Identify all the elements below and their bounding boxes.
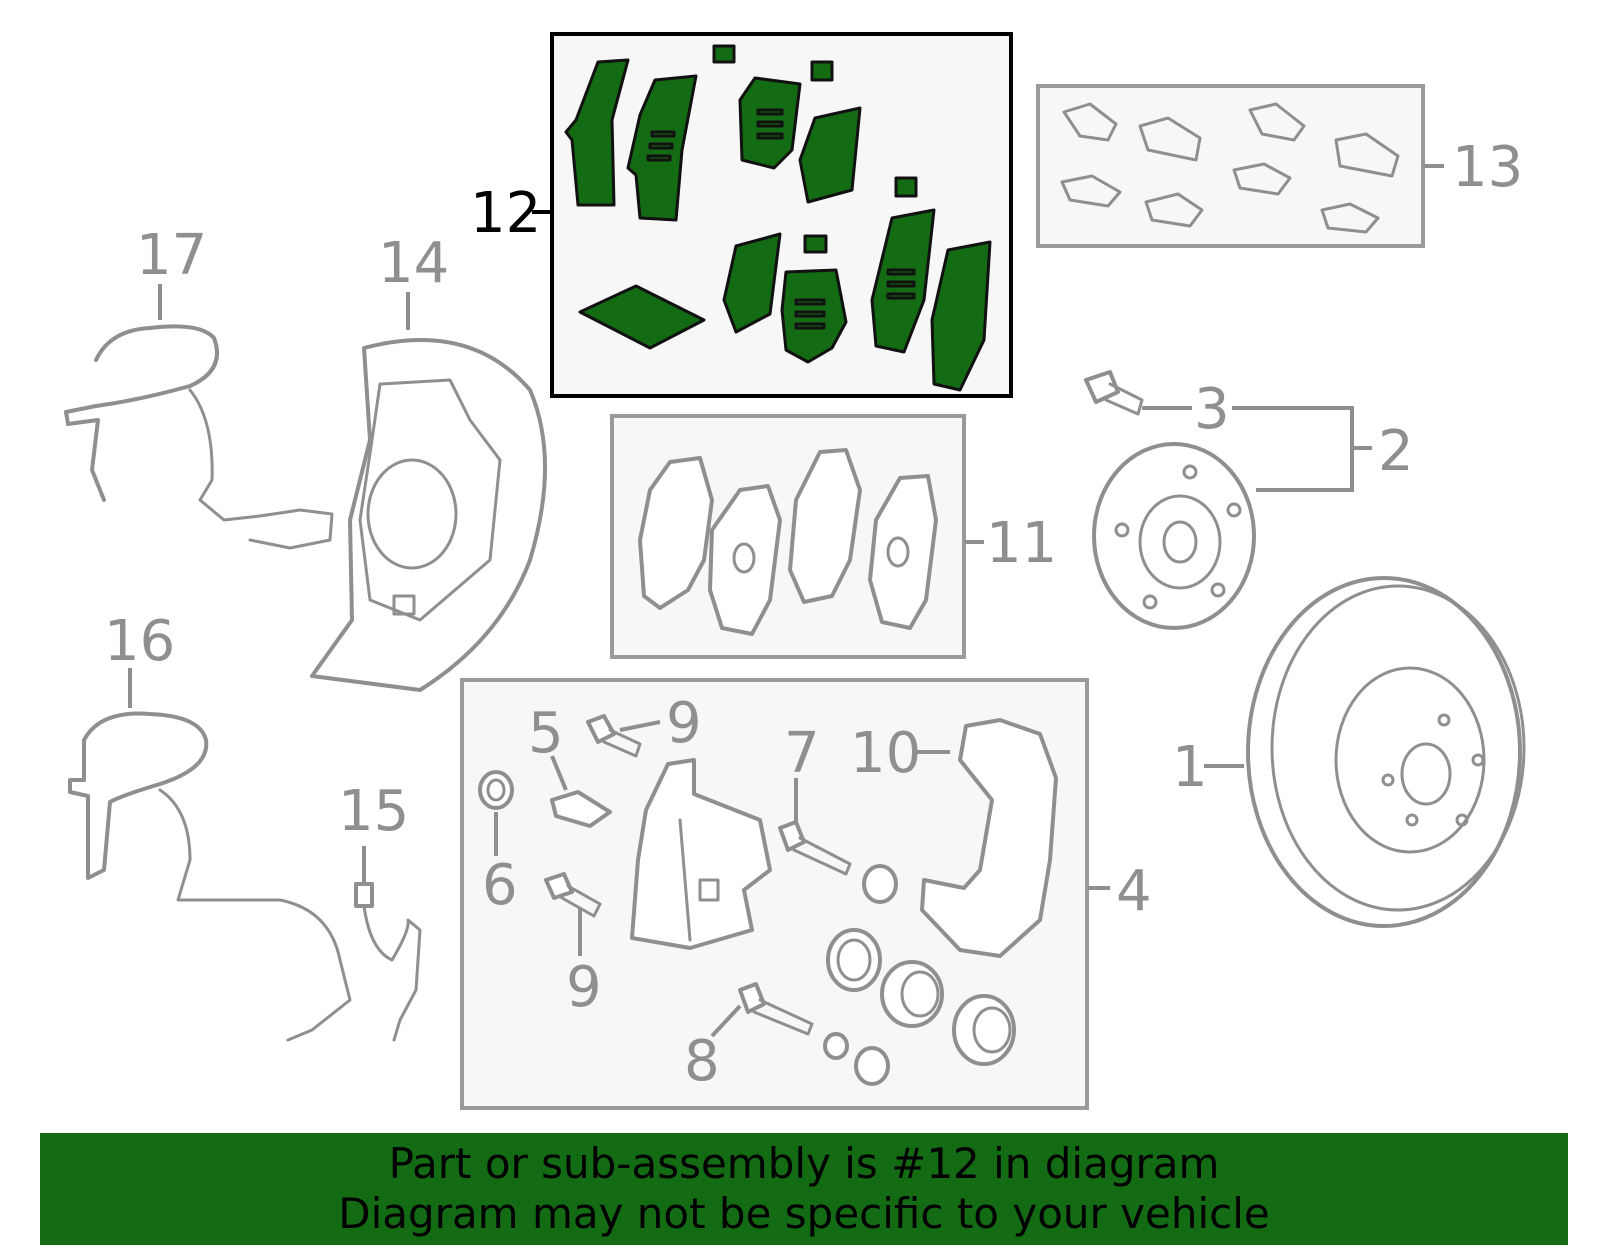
callout-4: 4	[1116, 859, 1152, 924]
banner-line-1: Part or sub-assembly is #12 in diagram	[388, 1139, 1220, 1188]
callout-2: 2	[1378, 419, 1414, 484]
part-17-sensor-harness[interactable]	[64, 324, 334, 550]
part-10-caliper-bracket[interactable]	[920, 718, 1058, 958]
part-3-hub-bolt[interactable]	[1084, 370, 1144, 416]
callout-14: 14	[378, 231, 449, 296]
part-13-pad-clips[interactable]	[1060, 102, 1400, 234]
part-12-brake-pad-kit[interactable]	[564, 44, 992, 392]
part-11-brake-pads[interactable]	[638, 448, 938, 636]
banner-line-2: Diagram may not be specific to your vehi…	[338, 1189, 1270, 1238]
callout-17: 17	[136, 223, 207, 288]
callout-16: 16	[104, 609, 175, 674]
part-caliper-body[interactable]	[630, 758, 772, 950]
part-16-sensor-harness[interactable]	[68, 711, 352, 1042]
leader-9a	[619, 720, 661, 732]
callout-3: 3	[1194, 377, 1230, 442]
callout-9a: 9	[666, 691, 702, 756]
callout-8: 8	[684, 1029, 720, 1094]
part-9-bolt-lower[interactable]	[544, 872, 602, 918]
callout-12: 12	[470, 181, 541, 246]
part-14-dust-shield[interactable]	[310, 338, 547, 692]
leader-8	[710, 1004, 742, 1038]
part-15-brake-hose[interactable]	[354, 882, 422, 1042]
part-5-bleeder-screw[interactable]	[550, 790, 612, 828]
part-caliper-seals[interactable]	[826, 928, 1016, 1066]
part-8-guide-pin[interactable]	[738, 982, 890, 1086]
part-2-wheel-hub[interactable]	[1092, 442, 1256, 630]
callout-9b: 9	[566, 955, 602, 1020]
leader-2	[1232, 406, 1354, 492]
callout-5: 5	[528, 701, 564, 766]
part-1-brake-rotor[interactable]	[1246, 576, 1526, 928]
callout-10: 10	[850, 721, 921, 786]
leader-5	[550, 755, 568, 791]
callout-7: 7	[784, 721, 820, 786]
callout-6: 6	[482, 853, 518, 918]
part-7-guide-pin[interactable]	[778, 820, 898, 904]
callout-15: 15	[338, 779, 409, 844]
part-9-bolt-upper[interactable]	[586, 714, 642, 758]
info-banner: Part or sub-assembly is #12 in diagram D…	[40, 1133, 1568, 1245]
callout-1: 1	[1172, 735, 1208, 800]
part-6-bleeder-cap[interactable]	[478, 770, 514, 810]
callout-13: 13	[1452, 135, 1523, 200]
callout-11: 11	[986, 511, 1057, 576]
